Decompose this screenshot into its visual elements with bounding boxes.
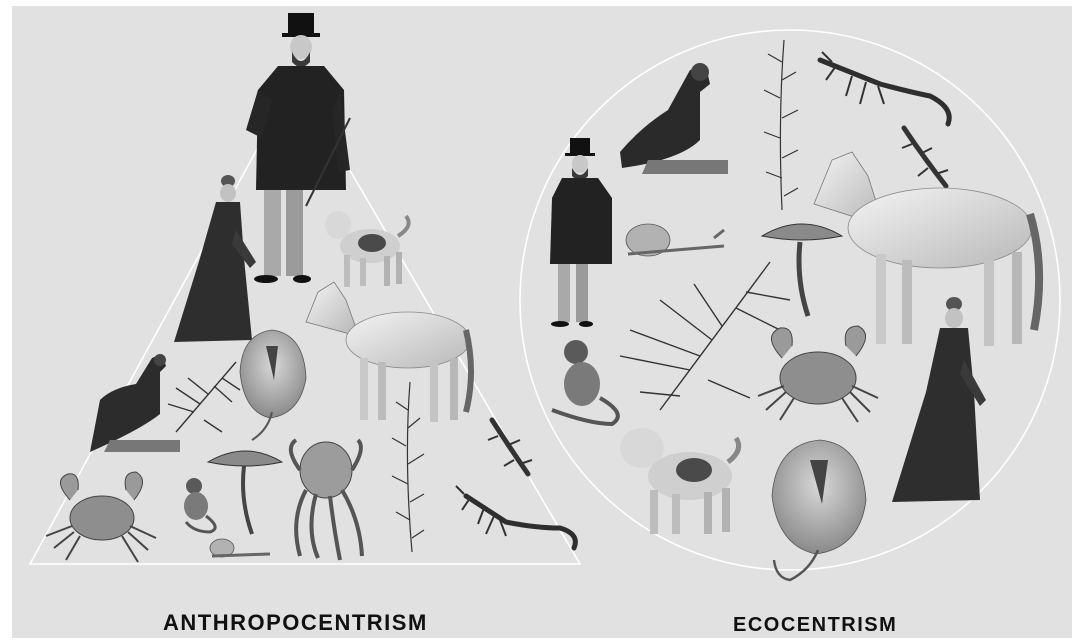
- seaweed: [764, 40, 798, 210]
- snail: [210, 539, 270, 557]
- ecocentrism-caption: ECOCENTRISM: [733, 614, 897, 637]
- man-in-top-hat: [246, 13, 350, 283]
- ecocentrism-panel: [520, 30, 1060, 580]
- lizard: [902, 128, 948, 186]
- horse: [814, 152, 1039, 346]
- fern-sprig: [620, 262, 790, 410]
- horse: [306, 282, 471, 422]
- dog: [325, 211, 409, 287]
- scorpion: [456, 486, 575, 548]
- anthropocentrism-panel: [30, 13, 580, 564]
- octopus: [291, 440, 362, 560]
- monkey: [184, 478, 215, 532]
- fern-sprig: [168, 362, 240, 432]
- seaweed: [392, 382, 424, 552]
- stingray: [240, 330, 306, 440]
- crab: [758, 326, 878, 422]
- bird: [620, 63, 728, 174]
- anthropocentrism-caption: ANTHROPOCENTRISM: [163, 610, 428, 636]
- crab: [46, 472, 156, 562]
- scorpion: [820, 52, 949, 124]
- dog: [620, 428, 739, 534]
- mushroom: [208, 451, 282, 534]
- woman-in-dress: [174, 175, 256, 342]
- mushroom: [762, 224, 842, 316]
- lizard: [488, 420, 532, 474]
- bird: [90, 354, 180, 452]
- monkey: [552, 340, 618, 424]
- stingray: [772, 440, 866, 580]
- snail: [626, 224, 724, 256]
- man-in-top-hat: [550, 138, 612, 327]
